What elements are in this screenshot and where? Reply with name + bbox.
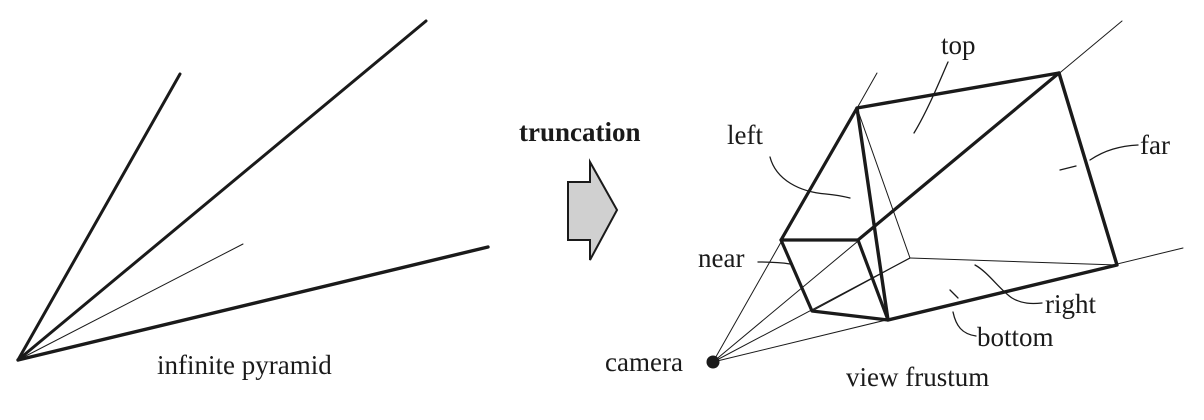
infinite-pyramid	[16, 19, 490, 362]
pyramid-edge-lower	[16, 245, 490, 362]
frustum-edge-top-right	[856, 71, 1061, 242]
leader-far	[1059, 144, 1139, 171]
leader-near	[757, 261, 791, 265]
plane-label-near: near	[698, 243, 744, 273]
plane-label-left: left	[727, 120, 763, 150]
plane-label-top: top	[941, 30, 976, 60]
plane-label-far: far	[1140, 130, 1170, 160]
frustum-hidden-edge-vertical	[856, 107, 911, 259]
label-leaders	[757, 61, 1139, 337]
leader-bottom	[949, 289, 977, 337]
pyramid-edge-middle	[16, 19, 428, 362]
infinite-pyramid-caption: infinite pyramid	[157, 350, 332, 380]
leader-top	[913, 61, 949, 134]
frustum-hidden-edge-bottom	[909, 257, 1118, 266]
truncation-arrow	[567, 158, 619, 261]
camera-label: camera	[605, 347, 683, 377]
view-frustum	[712, 20, 1184, 363]
plane-label-bottom: bottom	[977, 322, 1054, 352]
view-frustum-caption: view frustum	[846, 362, 989, 392]
camera-point	[706, 355, 720, 369]
plane-label-right: right	[1045, 289, 1096, 319]
truncation-label: truncation	[519, 117, 641, 147]
frustum-near-face	[779, 238, 890, 322]
pyramid-edge-hidden	[17, 243, 244, 361]
frustum-far-face	[855, 71, 1119, 322]
leader-right	[974, 264, 1043, 305]
pyramid-edge-upper	[16, 72, 182, 362]
leader-left	[769, 156, 851, 199]
frustum-edge-top-left	[779, 106, 859, 242]
frustum-hidden-edge-near	[811, 257, 911, 312]
